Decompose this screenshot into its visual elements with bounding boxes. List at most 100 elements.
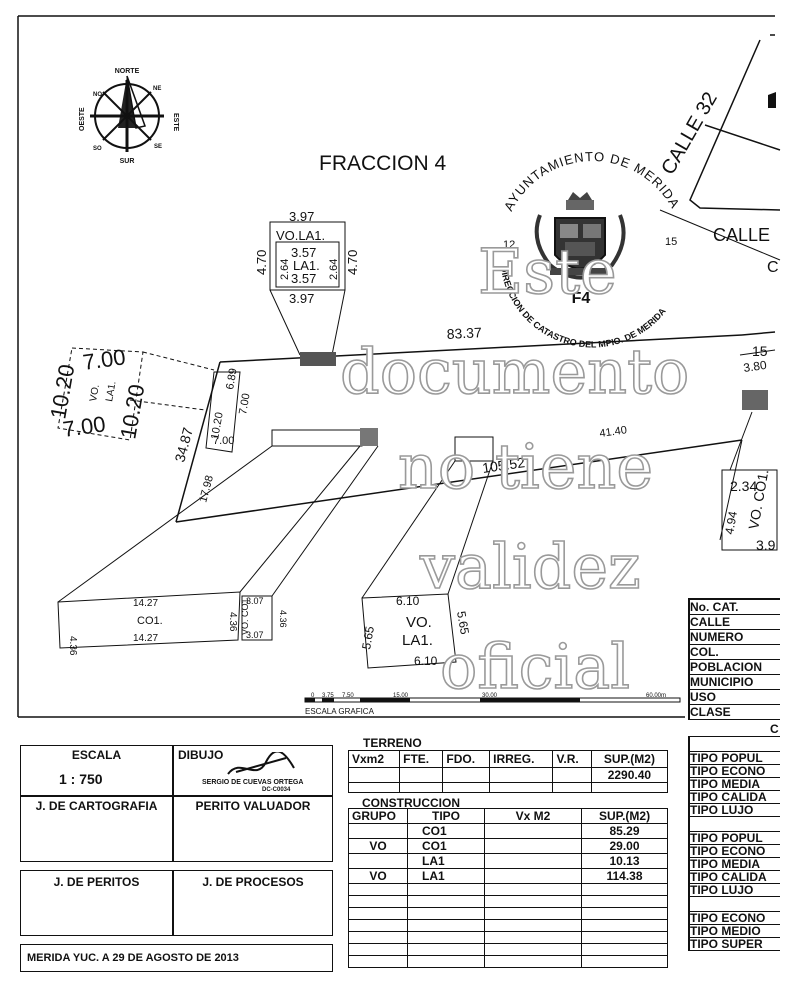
watermark-line-5: oficial xyxy=(440,630,630,703)
left-side-dim-2: 10.20 xyxy=(115,382,149,441)
co-side-right: 4.36 xyxy=(227,612,238,632)
terreno-cell xyxy=(347,767,401,783)
construccion-cell xyxy=(407,907,485,920)
vo-label: VO. CO1 xyxy=(240,598,250,635)
escala-box: ESCALA 1 : 750 xyxy=(20,745,173,796)
street-side-char: C xyxy=(767,259,779,276)
escala-value: 1 : 750 xyxy=(59,771,103,787)
construccion-cell xyxy=(348,955,408,968)
vo-top-dim: 3.07 xyxy=(246,596,264,606)
scale-tick-4: 30.00 xyxy=(482,693,498,699)
structure-right xyxy=(742,390,768,410)
right-dim-a: 2.34 xyxy=(730,478,757,494)
plan-title: FRACCION 4 xyxy=(319,152,447,175)
la-bottom-dim: 6.10 xyxy=(414,654,438,668)
terreno-header: FTE. xyxy=(399,750,444,768)
construccion-cell: VO xyxy=(348,868,408,884)
construccion-cell xyxy=(348,931,408,944)
tipo-row: TIPO MEDIA xyxy=(690,858,780,871)
construccion-cell xyxy=(484,943,582,956)
info-row: CALLE xyxy=(690,615,780,630)
la-label-la: LA1. xyxy=(402,632,433,649)
left-bottom-dim: 7.00 xyxy=(61,411,107,442)
tipo-row: TIPO LUJO xyxy=(690,884,780,897)
info-header-partial: C xyxy=(770,722,779,736)
construccion-cell: 29.00 xyxy=(581,838,668,854)
mini-top-dim: 6.89 xyxy=(224,367,240,390)
co-side-left: 4.36 xyxy=(67,636,78,656)
scale-tick-3: 15.00 xyxy=(393,693,409,699)
mini-box: 6.89 10.20 7.00 7.00 xyxy=(205,367,253,453)
escala-label: ESCALA xyxy=(71,748,122,762)
terreno-cell xyxy=(442,767,491,783)
construccion-cell xyxy=(348,853,408,869)
tipo-row: TIPO POPUL xyxy=(690,752,780,765)
construccion-row xyxy=(348,955,668,968)
info-row: POBLACION xyxy=(690,660,780,675)
compass-se-label: SE xyxy=(154,144,162,150)
terreno-header: Vxm2 xyxy=(347,750,401,768)
construccion-cell xyxy=(484,919,582,932)
detail-height-left: 4.70 xyxy=(254,250,269,275)
la-side-left: 5.65 xyxy=(359,625,377,651)
watermark-line-1: Este xyxy=(478,235,617,308)
terreno-caption: TERRENO xyxy=(363,736,422,750)
construccion-cell: CO1 xyxy=(407,823,485,839)
construccion-cell xyxy=(484,853,582,869)
date-label: MERIDA YUC. A 29 DE AGOSTO DE 2013 xyxy=(27,952,239,964)
compass-rose-icon: NORTE SUR ESTE OESTE NE NO SE SO xyxy=(79,68,179,165)
tipo-row: TIPO MEDIA xyxy=(690,778,780,791)
scale-tick-5: 60.00m xyxy=(646,693,666,699)
construccion-cell xyxy=(407,883,485,896)
scale-tick-0: 0 xyxy=(311,693,315,699)
construccion-cell xyxy=(581,955,668,968)
info-row: MUNICIPIO xyxy=(690,675,780,690)
detail-box-left: 7.00 10.20 10.20 7.00 VO. LA1. xyxy=(45,344,215,442)
info-row: COL. xyxy=(690,645,780,660)
cartografia-label: J. DE CARTOGRAFIA xyxy=(35,799,158,813)
compass-west-label: OESTE xyxy=(79,107,86,131)
terreno-cell xyxy=(399,767,444,783)
construccion-row xyxy=(348,895,668,908)
la-label-vo: VO. xyxy=(406,614,432,631)
dibujo-name: SERGIO DE CUEVAS ORTEGA xyxy=(202,779,304,786)
detail-inner-top: 3.57 xyxy=(291,245,316,260)
detail-box-top: 3.97 VO.LA1. 3.57 LA1. 3.57 2.64 2.64 4.… xyxy=(254,209,360,366)
compass-sw-label: SO xyxy=(93,146,102,152)
construccion-cell xyxy=(407,895,485,908)
construccion-cell: 114.38 xyxy=(581,868,668,884)
watermark-line-2: documento xyxy=(340,335,689,408)
construccion-cell xyxy=(484,823,582,839)
compass-south-label: SUR xyxy=(120,158,135,165)
date-box: MERIDA YUC. A 29 DE AGOSTO DE 2013 xyxy=(20,944,333,972)
construccion-cell: 85.29 xyxy=(581,823,668,839)
left-label-la: LA1. xyxy=(104,380,118,402)
mini-right-dim: 7.00 xyxy=(237,392,253,415)
terreno-header: SUP.(M2) xyxy=(590,750,669,768)
construccion-cell xyxy=(581,895,668,908)
construccion-header: SUP.(M2) xyxy=(581,808,668,824)
tipo-row: TIPO SUPER xyxy=(690,938,780,951)
construccion-cell xyxy=(348,907,408,920)
detail-height-right: 4.70 xyxy=(345,250,360,275)
construccion-cell xyxy=(407,919,485,932)
construccion-cell xyxy=(348,919,408,932)
mini-bottom-dim: 7.00 xyxy=(213,435,234,447)
construccion-row: CO1 85.29 xyxy=(348,823,668,839)
peritos-box: J. DE PERITOS xyxy=(20,870,173,936)
seal-code: F4 xyxy=(572,290,591,307)
tipo-spacer xyxy=(690,897,780,912)
construccion-row xyxy=(348,919,668,932)
construccion-header: Vx M2 xyxy=(484,808,582,824)
structure-vo-co1 xyxy=(360,428,378,446)
construccion-cell: VO xyxy=(348,838,408,854)
mini-side-dim: 10.20 xyxy=(209,411,226,440)
construccion-cell xyxy=(407,955,485,968)
tipo-row: TIPO ECONO xyxy=(690,765,780,778)
vo-side: 4.36 xyxy=(278,610,288,628)
dim-left-edge: 34.87 xyxy=(171,426,196,464)
coat-of-arms-icon xyxy=(534,192,626,280)
scale-tick-1: 3.75 xyxy=(322,693,334,699)
info-row: No. CAT. xyxy=(690,600,780,615)
